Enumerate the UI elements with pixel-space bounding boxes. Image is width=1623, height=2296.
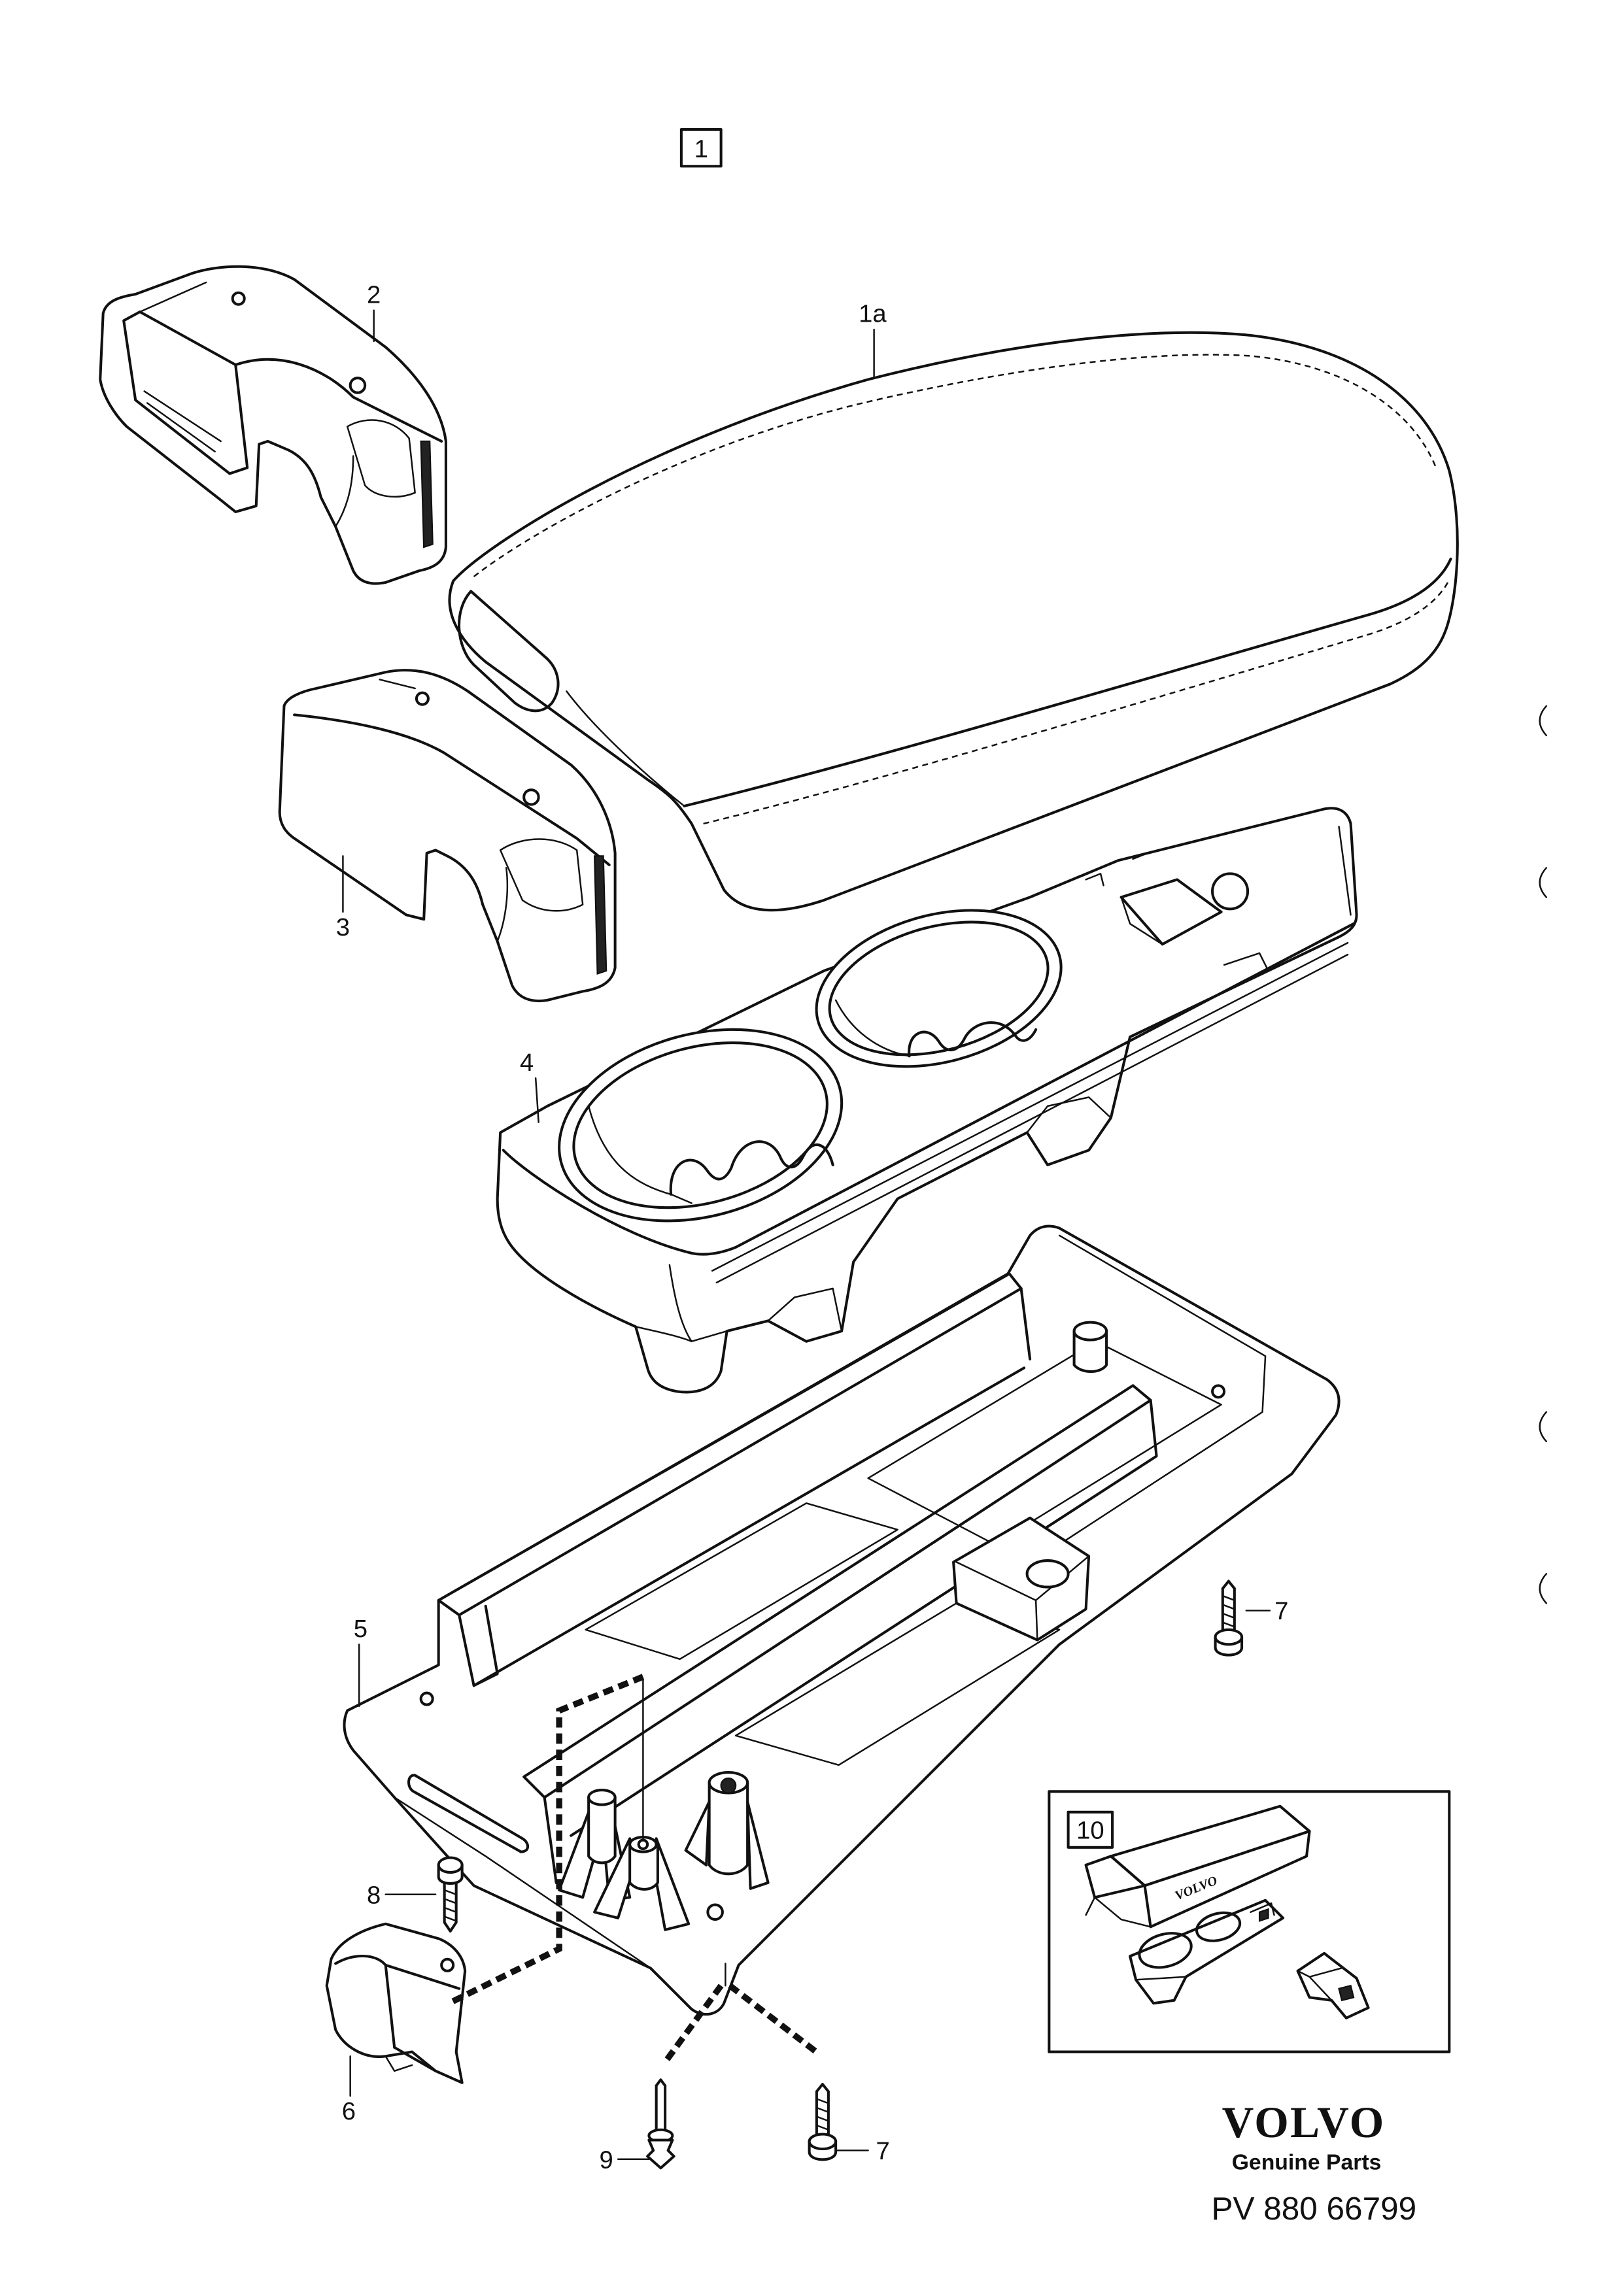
callout-label-2: 2: [367, 280, 381, 309]
kit-cup-holder: [1129, 1899, 1285, 2005]
main-reference-label: 1: [694, 135, 708, 163]
screw-8-latch: [437, 1856, 464, 1933]
cup-well-large: [558, 1028, 844, 1223]
mounting-hole: [231, 291, 246, 306]
volvo-logo: VOLVO: [1222, 2098, 1386, 2147]
latch-part-6: [325, 1922, 467, 2084]
tray-post-tall: [684, 1771, 770, 1890]
leader-line-4: [534, 1077, 539, 1123]
end-cap-part-3: [278, 669, 617, 1002]
callouts: 2 1a 3 4 5 7 8 6 9 7: [336, 280, 1289, 2174]
mounting-hole: [415, 691, 430, 706]
kit-label-box: [1067, 1810, 1114, 1849]
genuine-parts-tagline: Genuine Parts: [1232, 2150, 1382, 2175]
callout-label-7-base: 7: [1274, 1597, 1288, 1625]
cup-well-small: [815, 909, 1063, 1068]
kit-package: VOLVO: [1084, 1804, 1311, 1929]
cup-holder-part-4: [496, 807, 1358, 1394]
mounting-hole: [419, 1691, 434, 1706]
callout-label-4: 4: [520, 1049, 534, 1077]
front-slot: [407, 1774, 530, 1853]
end-cap-part-2: [99, 265, 447, 585]
callout-label-8: 8: [367, 1881, 381, 1909]
round-recess: [1211, 872, 1250, 911]
publication-number: PV 880 66799: [1211, 2191, 1416, 2227]
tray-post-right: [1072, 1321, 1108, 1373]
screw-7-base: [1214, 1579, 1244, 1657]
callout-label-7-bottom: 7: [876, 2137, 889, 2165]
main-reference-box: 1: [679, 127, 723, 168]
armrest-lid-part-1a: [448, 331, 1459, 912]
callout-label-5: 5: [354, 1615, 367, 1643]
base-tray-part-5: [343, 1224, 1341, 2016]
assembly-guides: [447, 1674, 820, 2065]
mounting-hole: [349, 377, 367, 394]
callout-label-3: 3: [336, 913, 350, 941]
kit-inset-10: 10 VOLVO: [1048, 1790, 1451, 2053]
tray-post-center: [593, 1836, 691, 1931]
callout-label-1a: 1a: [859, 300, 887, 328]
branding: VOLVO Genuine Parts PV 880 66799: [1211, 2098, 1416, 2227]
push-pin-9: [646, 2078, 675, 2170]
punch-marks: [1539, 705, 1548, 1604]
lid-end-slot: [458, 590, 560, 713]
mounting-hole: [522, 788, 540, 806]
screw-7-bottom: [808, 2082, 838, 2161]
oval-stop: [1025, 1559, 1070, 1589]
kit-label: 10: [1076, 1816, 1104, 1844]
hinge-ramp: [1119, 878, 1223, 946]
mounting-hole: [1211, 1384, 1226, 1399]
callout-label-6: 6: [342, 2097, 356, 2125]
kit-latch: [1296, 1951, 1370, 2019]
callout-label-9: 9: [600, 2146, 613, 2174]
raised-boss: [952, 1516, 1091, 1642]
vent-slot: [420, 440, 434, 549]
mounting-hole: [706, 1903, 724, 1921]
vent-slot: [593, 855, 607, 975]
